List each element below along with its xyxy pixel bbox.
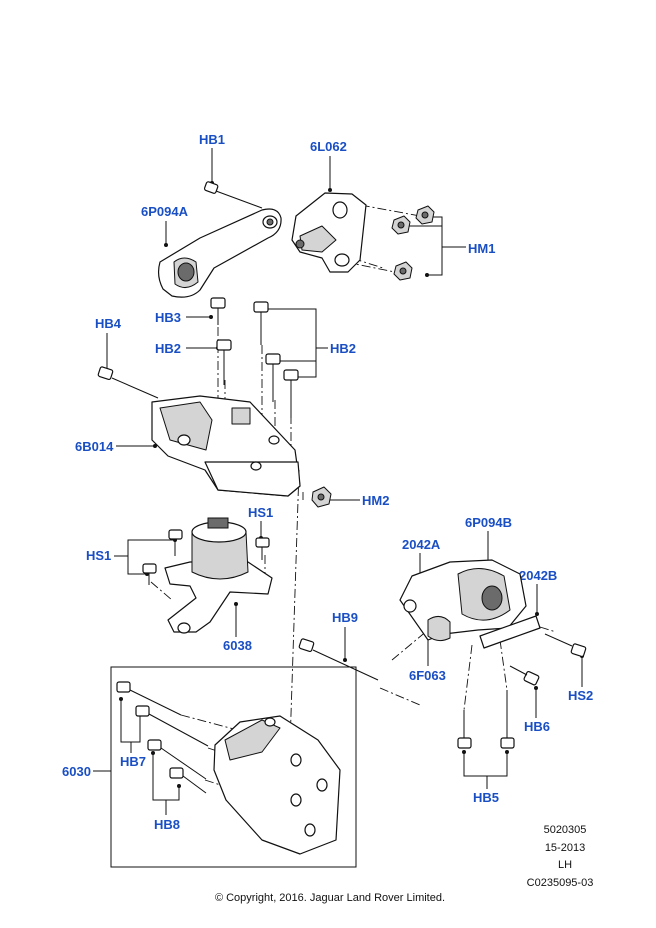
- label-hb3[interactable]: HB3: [155, 310, 181, 325]
- diagram-side: LH: [558, 859, 572, 871]
- label-hs2[interactable]: HS2: [568, 688, 593, 703]
- diagram-code: 15-2013: [545, 842, 585, 854]
- bolt-hb1: [203, 181, 263, 209]
- diagram-ref: C0235095-03: [527, 877, 594, 889]
- bolts-hs1: [142, 529, 270, 585]
- assembly-lines: [150, 201, 557, 789]
- mount-6038: [164, 517, 273, 634]
- label-hb6[interactable]: HB6: [524, 719, 550, 734]
- label-6l062[interactable]: 6L062: [310, 139, 347, 154]
- label-hs1-top[interactable]: HS1: [248, 505, 273, 520]
- torque-rod-6p094a: [157, 208, 282, 298]
- bolt-hb4: [97, 366, 159, 399]
- bracket-6b014: [151, 395, 301, 497]
- bolts-hb7-hb8: [116, 681, 209, 794]
- label-hb7[interactable]: HB7: [120, 754, 146, 769]
- label-6p094b[interactable]: 6P094B: [465, 515, 512, 530]
- label-hb9[interactable]: HB9: [332, 610, 358, 625]
- diagram-number: 5020305: [544, 824, 587, 836]
- label-hb2-right[interactable]: HB2: [330, 341, 356, 356]
- copyright-text: © Copyright, 2016. Jaguar Land Rover Lim…: [215, 892, 445, 904]
- label-hm1[interactable]: HM1: [468, 241, 495, 256]
- bolts-hb2-hb3: [210, 297, 299, 418]
- bolt-hs2: [544, 633, 587, 657]
- mount-6p094b: [399, 559, 541, 649]
- label-6b014[interactable]: 6B014: [75, 439, 114, 454]
- label-hb1[interactable]: HB1: [199, 132, 225, 147]
- detail-box-6030: [110, 666, 357, 868]
- label-hb4[interactable]: HB4: [95, 316, 122, 331]
- label-2042a[interactable]: 2042A: [402, 537, 441, 552]
- label-hb2-left[interactable]: HB2: [155, 341, 181, 356]
- bolt-hb9: [298, 638, 379, 681]
- nut-hm2: [311, 486, 332, 508]
- bolts-hb5: [457, 690, 515, 749]
- bolt-hb6: [509, 665, 540, 686]
- label-hb8[interactable]: HB8: [154, 817, 180, 832]
- bracket-6030: [213, 715, 341, 855]
- label-hb5[interactable]: HB5: [473, 790, 499, 805]
- label-6038[interactable]: 6038: [223, 638, 252, 653]
- nuts-hm1: [391, 205, 435, 281]
- label-6f063[interactable]: 6F063: [409, 668, 446, 683]
- label-hm2[interactable]: HM2: [362, 493, 389, 508]
- label-6030[interactable]: 6030: [62, 764, 91, 779]
- label-6p094a[interactable]: 6P094A: [141, 204, 189, 219]
- bracket-6l062: [291, 192, 367, 273]
- label-hs1-left[interactable]: HS1: [86, 548, 111, 563]
- label-2042b[interactable]: 2042B: [519, 568, 557, 583]
